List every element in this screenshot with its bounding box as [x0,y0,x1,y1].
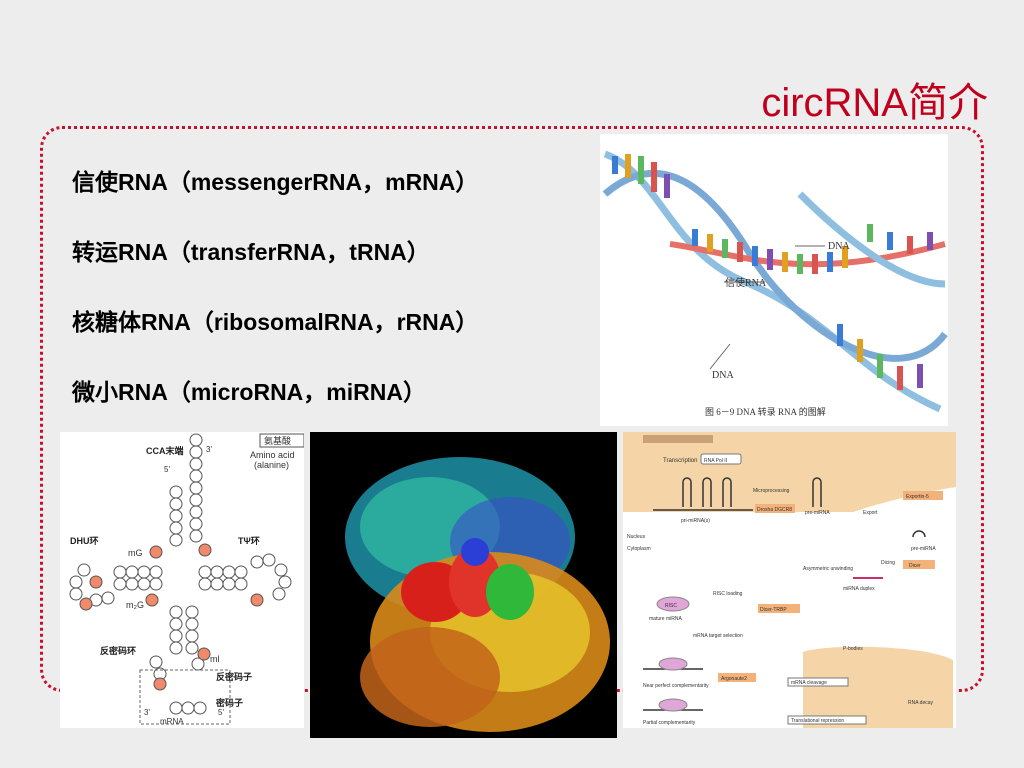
mg-label: mG [128,548,143,558]
argonaute-label: Argonaute2 [721,676,747,682]
target-selection-label: mRNA target selection [693,633,743,639]
mrna-cleavage-label: mRNA cleavage [791,680,827,686]
tpsi-loop-label: TΨ环 [238,536,260,546]
dna-top-label: DNA [828,241,850,252]
asymmetric-unwinding-label: Asymmetric unwinding [803,566,853,572]
drosha-label: Drosha DGCR8 [757,507,792,513]
trna-structure-diagram: 氨基酸 Amino acid (alanine) CCA末端 3' 5' DHU… [69,433,304,726]
export-label: Export [863,510,878,516]
translational-repression-label: Translational repression [791,718,844,724]
dhu-loop-label: DHU环 [70,536,99,546]
dna-helix-illustration: DNA 信使RNA DNA 图 6－9 DNA 转录 RNA 的图解 [602,150,948,417]
ribosome-structure-image [310,432,617,738]
amino-acid-en: Amino acid [250,450,295,460]
rna-type-list: 信使RNA（messengerRNA，mRNA） 转运RNA（transferR… [72,166,478,446]
bullet-mirna: 微小RNA（microRNA，miRNA） [72,379,426,405]
cytoplasm-label: Cytoplasm [627,546,651,552]
anticodon-loop-label: 反密码环 [100,645,136,656]
mrna-label: 信使RNA [725,276,767,289]
bullet-mrna: 信使RNA（messengerRNA，mRNA） [72,169,479,195]
p-bodies-label: P-bodies [843,646,863,652]
pri-mirna-label: pri-miRNA(s) [681,518,710,524]
risc-loading-label: RISC loading [713,591,743,597]
three-prime-top: 3' [206,445,212,454]
amino-acid-box-label: 氨基酸 [264,435,291,446]
ml-label: ml [210,654,220,664]
dicer-trbp-label: Dicer-TRBP [760,607,787,613]
dna-figure-caption: 图 6－9 DNA 转录 RNA 的图解 [705,406,826,417]
partial-complementarity-label: Partial complementarity [643,720,696,726]
risc-label: RISC [665,603,677,609]
mirna-biogenesis-figure: Transcription RNA Pol II pri-miRNA(s) Mi… [623,432,956,728]
five-prime-top: 5' [164,465,170,474]
mrna-label-trna: mRNA [160,717,184,726]
slide-title: circRNA简介 [761,81,988,125]
bullet-trna: 转运RNA（transferRNA，tRNA） [72,239,430,265]
m2g-label: m₂G [126,600,144,610]
mirna-pathway-diagram: Transcription RNA Pol II pri-miRNA(s) Mi… [623,432,956,728]
rna-decay-label: RNA decay [908,700,934,706]
dicing-label: Dicing [881,560,895,566]
anticodon-label: 反密码子 [216,671,252,682]
transcription-label: Transcription [663,458,697,464]
bullet-rrna: 核糖体RNA（ribosomalRNA，rRNA） [72,309,479,335]
pre-mirna-cyto-label: pre-miRNA [911,546,936,552]
three-prime-bottom: 3' [144,708,150,717]
near-perfect-label: Near perfect complementarity [643,683,709,689]
pre-mirna-label: pre-miRNA [805,510,830,516]
mirna-duplex-label: miRNA duplex [843,586,875,592]
dna-bottom-label: DNA [712,370,734,381]
ribosome-render [345,457,610,732]
five-prime-bottom: 5' [218,708,224,717]
mature-mirna-label: mature miRNA [649,616,682,622]
dicer-label: Dicer [909,563,921,569]
alanine-label: (alanine) [254,460,289,470]
exportin-label: Exportin-5 [906,494,929,500]
microprocessing-label: Microprocessing [753,488,790,494]
dna-transcription-figure: DNA 信使RNA DNA 图 6－9 DNA 转录 RNA 的图解 [600,134,948,426]
trna-cloverleaf-figure: 氨基酸 Amino acid (alanine) CCA末端 3' 5' DHU… [60,432,304,728]
cca-end-label: CCA末端 [146,445,184,456]
rna-pol-label: RNA Pol II [704,458,727,464]
nucleus-label: Nucleus [627,534,646,540]
codon-label: 密码子 [215,697,243,708]
